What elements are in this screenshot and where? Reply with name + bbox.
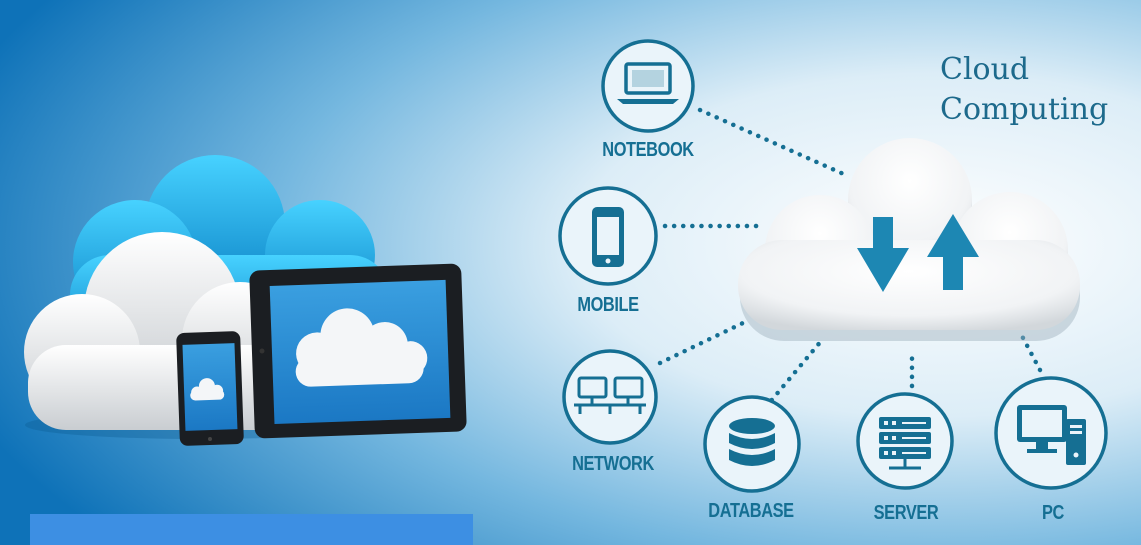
download-arrow-icon: [857, 217, 909, 292]
pc-node: [994, 376, 1108, 490]
network-label: NETWORK: [572, 453, 654, 475]
server-label: SERVER: [873, 502, 939, 524]
upload-arrow-icon: [927, 214, 979, 290]
database-node: [703, 395, 801, 493]
notebook-node: [601, 39, 695, 133]
title-line-2: Computing: [940, 92, 1109, 127]
diagram-title: Cloud Computing: [940, 50, 1108, 130]
database-icon: [729, 418, 775, 466]
title-line-1: Cloud: [940, 52, 1030, 87]
tablet-icon: [249, 263, 467, 439]
server-icon: [879, 417, 931, 470]
pc-label: PC: [1042, 502, 1064, 524]
central-cloud: [738, 138, 1080, 341]
cloud-devices-illustration: [24, 155, 467, 446]
desktop-pc-icon: [1017, 405, 1086, 465]
network-icon: [574, 376, 646, 414]
laptop-icon: [617, 62, 679, 104]
database-label: DATABASE: [708, 500, 794, 522]
mobile-node: [558, 186, 658, 286]
server-node: [856, 392, 954, 490]
network-node: [562, 349, 658, 445]
bottom-bar: [30, 514, 473, 545]
mobile-label: MOBILE: [577, 294, 639, 316]
notebook-label: NOTEBOOK: [602, 139, 694, 161]
phone-icon: [176, 331, 244, 446]
smartphone-icon: [592, 207, 624, 267]
